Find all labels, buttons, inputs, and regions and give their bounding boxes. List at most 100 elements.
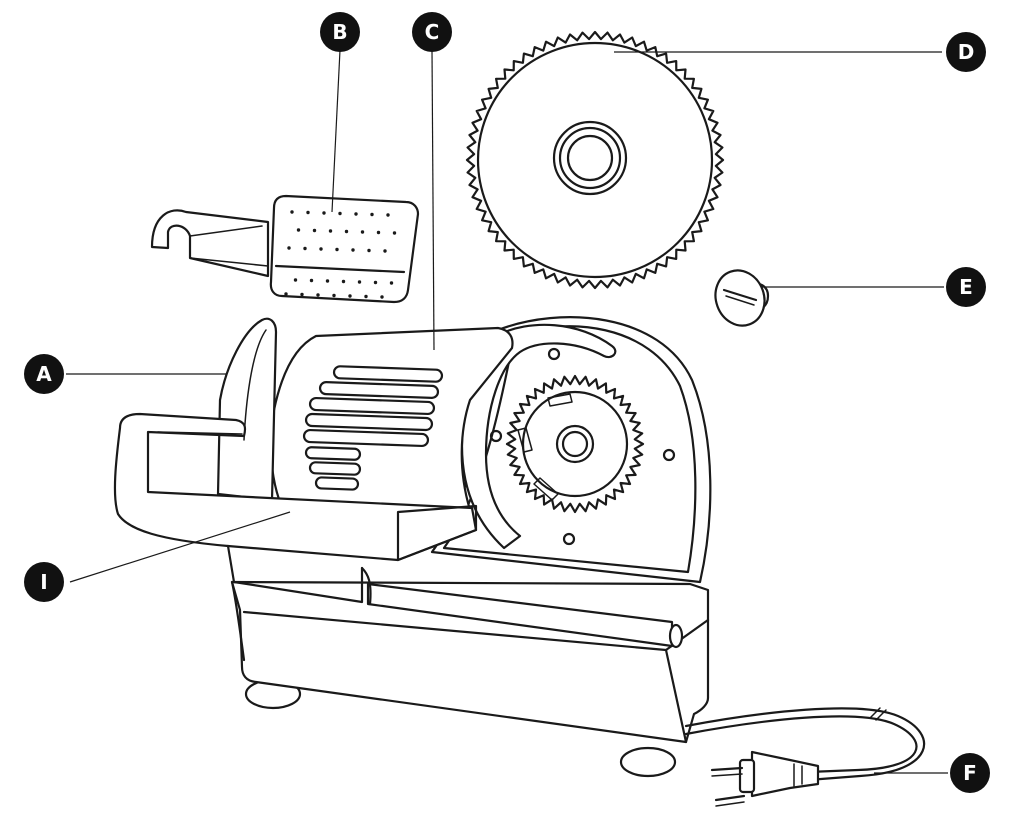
pusher-spike-dot <box>290 210 294 214</box>
screw-head <box>714 269 766 327</box>
pusher-spike-dot <box>367 248 371 253</box>
callout-a: A <box>24 354 64 394</box>
pusher-spike-dot <box>325 279 330 283</box>
callout-label: F <box>963 761 977 785</box>
callout-label: I <box>40 570 47 594</box>
callout-d: D <box>946 32 986 72</box>
pusher-handle-ridge <box>189 225 263 237</box>
pusher-spike-dot <box>373 280 378 285</box>
pusher-spike-dot <box>360 230 365 234</box>
inner-blade-teeth <box>505 374 645 514</box>
pusher-spike-dot <box>380 295 384 299</box>
pusher-spikes <box>284 210 397 299</box>
mount-hole-right <box>662 448 676 462</box>
pusher-plate-divider <box>274 264 406 274</box>
pusher-spike-dot <box>364 294 368 299</box>
callout-f: F <box>950 753 990 793</box>
pusher-spike-dot <box>322 211 326 215</box>
callout-label: B <box>332 20 347 44</box>
vent-slot <box>308 461 362 476</box>
slicer-body <box>113 316 712 778</box>
inner-hub-inner <box>561 430 589 458</box>
pusher-spike-dot <box>351 248 355 252</box>
vent-slot <box>304 446 362 461</box>
callout-b: B <box>320 12 360 52</box>
pusher-spike-dot <box>312 228 317 233</box>
pusher-spike-dot <box>332 293 336 298</box>
pusher-spike-dot <box>309 278 314 283</box>
carriage-end-lip <box>396 504 478 562</box>
carriage-handle-ridge <box>157 431 243 435</box>
pusher-spike-dot <box>293 278 298 282</box>
plug-grip <box>793 763 803 787</box>
callout-label: D <box>958 40 975 64</box>
blade-hub-outer <box>552 120 628 196</box>
pusher-spike-dot <box>389 281 394 285</box>
front-right-foot <box>619 746 677 778</box>
pusher-spike-dot <box>357 280 362 284</box>
carriage-skirt <box>226 544 364 604</box>
vent-slot <box>332 365 444 383</box>
vent-slot <box>302 428 430 448</box>
pusher-spike-dot <box>284 292 288 296</box>
mount-hole-left <box>489 429 503 443</box>
callout-badge <box>24 562 64 602</box>
plug-body <box>750 750 820 798</box>
callout-label: C <box>425 20 440 44</box>
plug-pins <box>710 766 746 802</box>
pusher-spike-dot <box>335 247 339 252</box>
pusher-spike-dot <box>338 211 342 216</box>
pusher-spike-dot <box>386 213 390 217</box>
blade-hub-mid <box>558 126 622 190</box>
base-left-curve <box>230 580 246 662</box>
power-cord-part <box>684 707 926 807</box>
pusher-spike-dot <box>319 247 323 251</box>
rail-end-cap <box>668 623 684 649</box>
callout-badge <box>320 12 360 52</box>
pusher-spike-dot <box>296 228 301 232</box>
food-pusher-part <box>150 194 420 304</box>
inner-hub-outer <box>555 424 595 464</box>
pusher-plate <box>269 194 420 304</box>
pusher-handle <box>150 209 270 278</box>
leader-b <box>331 49 341 213</box>
pusher-spike-dot <box>306 210 310 215</box>
pusher-spike-dot <box>341 279 346 284</box>
blade-clip-top <box>547 393 573 407</box>
vent-slot <box>308 396 436 416</box>
power-cord-edge <box>684 715 918 774</box>
pusher-spike-dot <box>344 229 349 234</box>
plug-collar <box>738 758 756 794</box>
vent-slot <box>304 412 434 432</box>
pusher-spike-dot <box>383 249 387 253</box>
callout-badge <box>946 267 986 307</box>
callout-badge <box>946 32 986 72</box>
callout-label: A <box>36 362 52 386</box>
callout-badge <box>412 12 452 52</box>
callout-e: E <box>946 267 986 307</box>
callout-c: C <box>412 12 452 52</box>
screw-slot-edge <box>725 295 755 306</box>
pusher-spike-dot <box>316 293 320 297</box>
blade-clip-bottom <box>533 477 559 501</box>
mount-hole-bottom <box>562 532 576 546</box>
carriage-support <box>360 566 372 606</box>
vent-slot <box>314 476 360 491</box>
vent-slot <box>318 381 440 399</box>
end-plate <box>216 317 278 502</box>
plug-pins-edge <box>711 773 745 807</box>
leader-c <box>431 49 435 351</box>
blade-housing-inner <box>442 325 697 574</box>
inner-blade-disc <box>521 390 629 498</box>
motor-vents <box>302 365 444 491</box>
blade-part <box>465 30 725 290</box>
mount-hole-top <box>547 347 561 361</box>
callout-i: I <box>24 562 64 602</box>
cord-break-mark <box>869 707 887 721</box>
pusher-spike-dot <box>303 246 307 251</box>
callout-label: E <box>959 275 973 299</box>
screw-slot <box>722 288 758 302</box>
pusher-spike-dot <box>370 212 374 217</box>
